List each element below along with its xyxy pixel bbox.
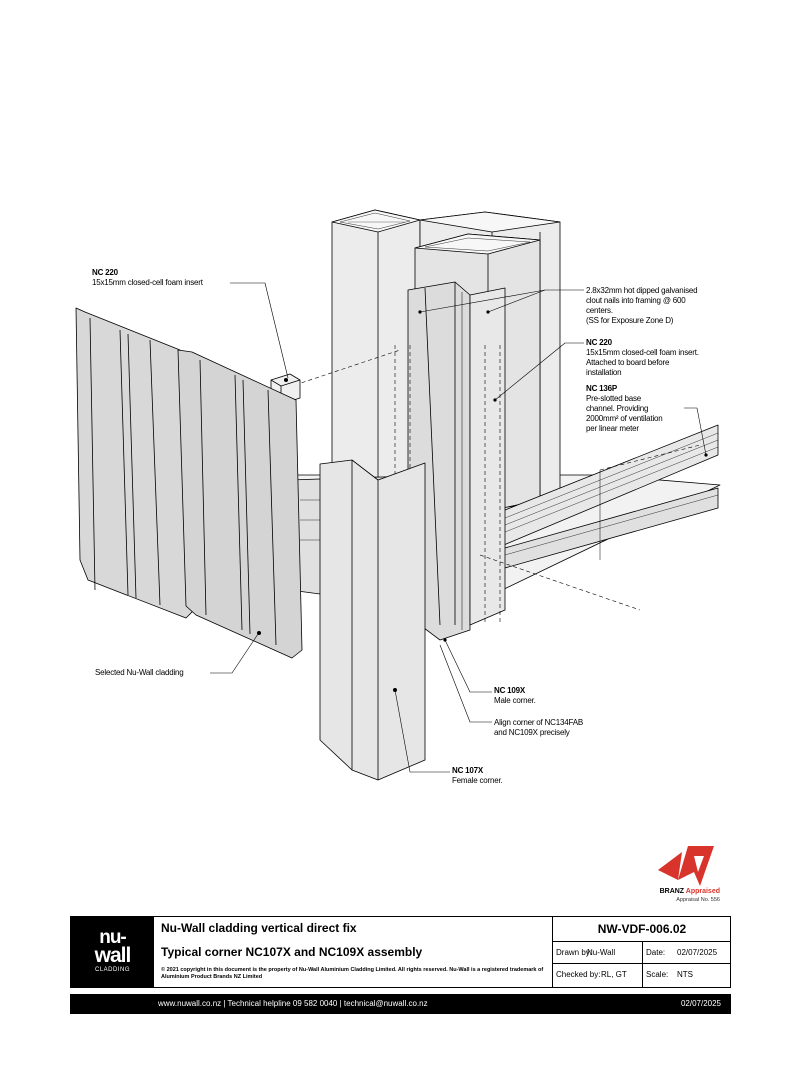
label-foam-insert-left: NC 220 15x15mm closed-cell foam insert [92,268,203,288]
scale-cell: Scale: NTS [643,964,731,987]
right-rails [479,424,719,576]
corner-assembly-drawing [75,209,721,781]
drawn-by-cell: Drawn by: Nu-Wall [553,942,643,964]
label-desc: 15x15mm closed-cell foam insert [92,278,203,287]
label-desc: 2.8x32mm hot dipped galvanised clout nai… [586,286,698,325]
checked-by-value: RL, GT [601,970,627,979]
label-code: NC 220 [586,338,612,347]
label-clout-nails: 2.8x32mm hot dipped galvanised clout nai… [586,286,698,326]
label-desc: Pre-slotted base channel. Providing 2000… [586,394,663,433]
drawing-title: Nu-Wall cladding vertical direct fix [161,921,357,935]
branz-word: BRANZ [659,888,685,895]
copyright-notice: © 2021 copyright in this document is the… [161,967,544,980]
branz-appraised-badge: BRANZ Appraised Appraisal No. 556 [648,842,720,908]
drawn-by-value: Nu-Wall [587,948,616,957]
label-code: NC 220 [92,268,118,277]
label-base-channel: NC 136P Pre-slotted base channel. Provid… [586,384,663,434]
logo-line-2: wall [94,944,132,967]
cladding-panel-right [177,349,303,659]
label-female-corner: NC 107X Female corner. [452,766,503,786]
logo-line-1: nu- [99,927,127,948]
scale-value: NTS [677,970,693,979]
rail-panel [469,287,506,626]
footer-contact[interactable]: www.nuwall.co.nz | Technical helpline 09… [158,999,428,1008]
label-desc: Selected Nu-Wall cladding [95,668,184,677]
label-code: NC 107X [452,766,484,775]
label-desc: Female corner. [452,776,503,785]
footer-date: 02/07/2025 [680,999,721,1008]
label-desc: Male corner. [494,696,536,705]
title-block: nu- wall CLADDING Nu-Wall cladding verti… [70,916,731,988]
branz-logo-icon [658,846,714,886]
checked-by-cell: Checked by: RL, GT [553,964,643,987]
footer-bar: www.nuwall.co.nz | Technical helpline 09… [70,994,731,1014]
date-cell: Date: 02/07/2025 [643,942,731,964]
leader-lines [210,282,707,773]
label-desc: 15x15mm closed-cell foam insert. Attache… [586,348,699,377]
scale-label: Scale: [646,970,669,979]
label-align-corner: Align corner of NC134FAB and NC109X prec… [494,718,583,738]
date-label: Date: [646,948,666,957]
female-corner-nc107x [319,459,426,781]
timber-stud-left [331,209,421,491]
drawing-subtitle: Typical corner NC107X and NC109X assembl… [161,945,423,959]
label-code: NC 136P [586,384,618,393]
label-desc: Align corner of NC134FAB and NC109X prec… [494,718,584,737]
appraisal-number: Appraisal No. 556 [676,897,720,903]
logo-line-3: CLADDING [94,967,130,973]
hidden-lines [294,345,701,625]
label-cladding: Selected Nu-Wall cladding [95,668,184,678]
cladding-panel-left [75,307,193,619]
label-male-corner: NC 109X Male corner. [494,686,536,706]
appraised-word: Appraised [685,888,720,895]
branz-wordmark: BRANZ Appraised [648,888,720,895]
drawn-by-label: Drawn by: [556,948,593,957]
label-code: NC 109X [494,686,526,695]
date-value: 02/07/2025 [677,948,718,957]
label-foam-insert-right: NC 220 15x15mm closed-cell foam insert. … [586,338,699,378]
drawing-number: NW-VDF-006.02 [553,917,731,942]
checked-by-label: Checked by: [556,970,601,979]
drawing-info: NW-VDF-006.02 Drawn by: Nu-Wall Date: 02… [552,917,731,987]
nu-wall-logo: nu- wall CLADDING [71,917,154,987]
